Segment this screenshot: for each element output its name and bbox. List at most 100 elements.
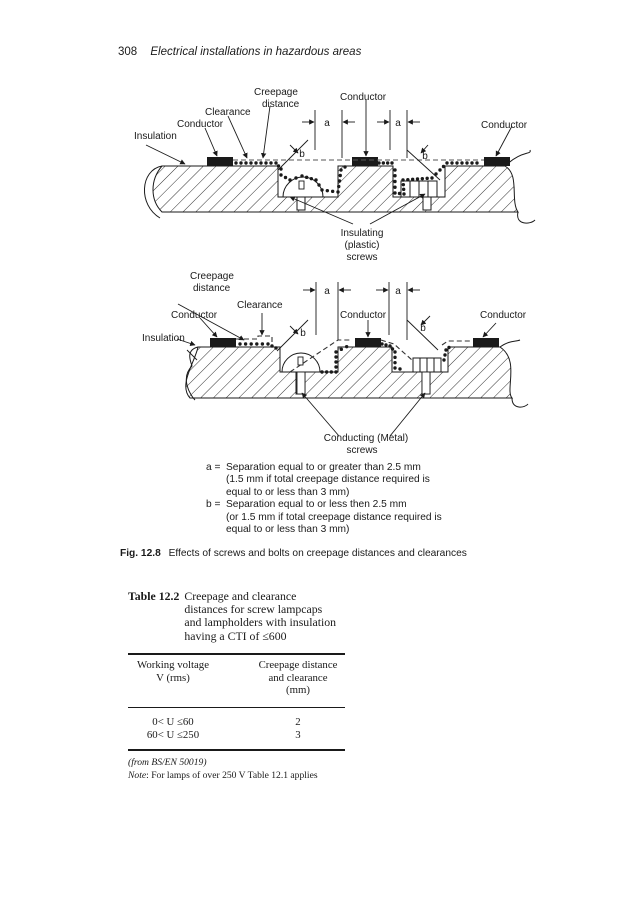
creepage-dot [410,177,415,182]
creepage-dot [249,342,253,346]
table-bottom-rule [128,749,345,751]
bottom-creepage-path [238,342,451,374]
creepage-dot [314,178,318,182]
creepage-dot [443,353,447,357]
figure-caption: Fig. 12.8 Effects of screws and bolts on… [120,548,467,559]
top-break-left [144,165,163,219]
creepage-dot [401,182,406,187]
creepage-dot [324,370,329,374]
top-dimension-a [277,110,441,181]
figure-caption-label: Fig. 12.8 [120,548,161,559]
creepage-dot [309,176,314,181]
top-label-creepage-1: Creepage [254,87,298,98]
column-header-voltage: Working voltage V (rms) [128,659,218,684]
creepage-dot [334,370,338,374]
bottom-metal-screw-shank-left [296,371,306,395]
top-label-creepage-2: distance [262,99,300,110]
creepage-dot [447,345,451,350]
creepage-dot [444,348,448,352]
creepage-dot [283,175,288,180]
bottom-dimension-a [276,282,439,352]
top-label-b2: b [422,151,428,162]
bottom-label-b1: b [300,328,306,339]
creepage-dot [294,176,298,180]
creepage-dot [334,360,338,364]
creepage-dot [420,176,425,181]
top-conductor-center [352,157,378,166]
legend-key: a = [206,462,221,473]
top-label-conductor-right: Conductor [481,120,528,131]
creepage-dot [234,161,238,165]
creepage-dot [430,176,434,180]
legend-item-b: b = Separation equal to or less then 2.5… [206,499,442,536]
top-label-insulation: Insulation [134,131,177,142]
creepage-dot [390,347,395,351]
bottom-label-conductor-left: Conductor [171,310,218,321]
creepage-dot [393,355,397,360]
creepage-dot [381,161,386,165]
top-diagram: a a b b Creepage distance Clearance Cond… [134,87,536,263]
bottom-label-creepage-1: Creepage [190,271,234,282]
creepage-dot [401,178,405,182]
creepage-dot [270,344,274,348]
page-number: 308 [118,46,138,58]
creepage-dot [264,161,268,165]
creepage-dot [300,174,304,178]
creepage-dot [397,191,402,196]
bottom-break-left [185,346,199,401]
creepage-dot [393,174,397,178]
table-note-label: Note [128,770,147,781]
creepage-dot [260,342,265,346]
top-label-b1: b [299,149,305,160]
creepage-dot [325,188,330,193]
bottom-conductor-left [210,338,236,347]
table-top-rule [128,653,345,655]
creepage-dot [254,161,258,165]
creepage-dot [239,161,243,165]
creepage-dot [337,179,342,183]
bottom-label-screws-1: Conducting (Metal) [324,433,408,444]
creepage-dot [288,178,292,182]
running-title: Electrical installations in hazardous ar… [150,46,362,58]
creepage-dot [337,184,341,189]
column-header-line: (mm) [286,684,310,696]
creepage-dot [244,161,248,165]
creepage-dot [390,161,394,165]
bottom-label-creepage-2: distance [193,283,231,294]
creepage-dot [334,350,338,354]
cell-voltage: 0< U ≤60 [152,716,194,728]
creepage-dot [385,161,390,165]
table-source: (from BS/EN 50019) [128,757,207,768]
cell-distance: 3 [295,729,301,741]
legend-key: b = [206,499,221,511]
table-title-text: Creepage and clearance distances for scr… [184,589,337,643]
top-label-screws-2: (plastic) [344,240,379,251]
top-label-screws-3: screws [346,252,377,263]
bottom-metal-screw-nut [412,357,442,395]
bottom-diagram: a a b b Creepage distance Clearance Cond… [142,271,529,456]
bottom-conductor-center [355,338,381,347]
creepage-dot [470,161,474,165]
creepage-dot [393,350,397,354]
creepage-dot [259,161,263,165]
creepage-dot [377,161,381,165]
cell-voltage: 60< U ≤250 [146,729,200,741]
creepage-dot [304,175,309,180]
creepage-dot [388,344,392,348]
creepage-dot [243,342,248,346]
creepage-dot [438,168,442,172]
top-label-clearance: Clearance [205,107,251,118]
top-label-conductor-center: Conductor [340,92,387,103]
bottom-label-screws-2: screws [346,445,377,456]
table-source-text: (from BS/EN 50019) [128,757,207,768]
table-header-rule [128,707,345,708]
creepage-dot [406,177,410,182]
bottom-label-conductor-center: Conductor [340,310,387,321]
creepage-dot [334,365,338,369]
creepage-dot [393,191,397,195]
creepage-dot [334,355,338,359]
column-header-line: Working voltage [137,659,209,671]
top-label-a2: a [395,118,401,129]
creepage-dot [393,168,397,172]
figure-caption-text: Effects of screws and bolts on creepage … [168,548,467,559]
